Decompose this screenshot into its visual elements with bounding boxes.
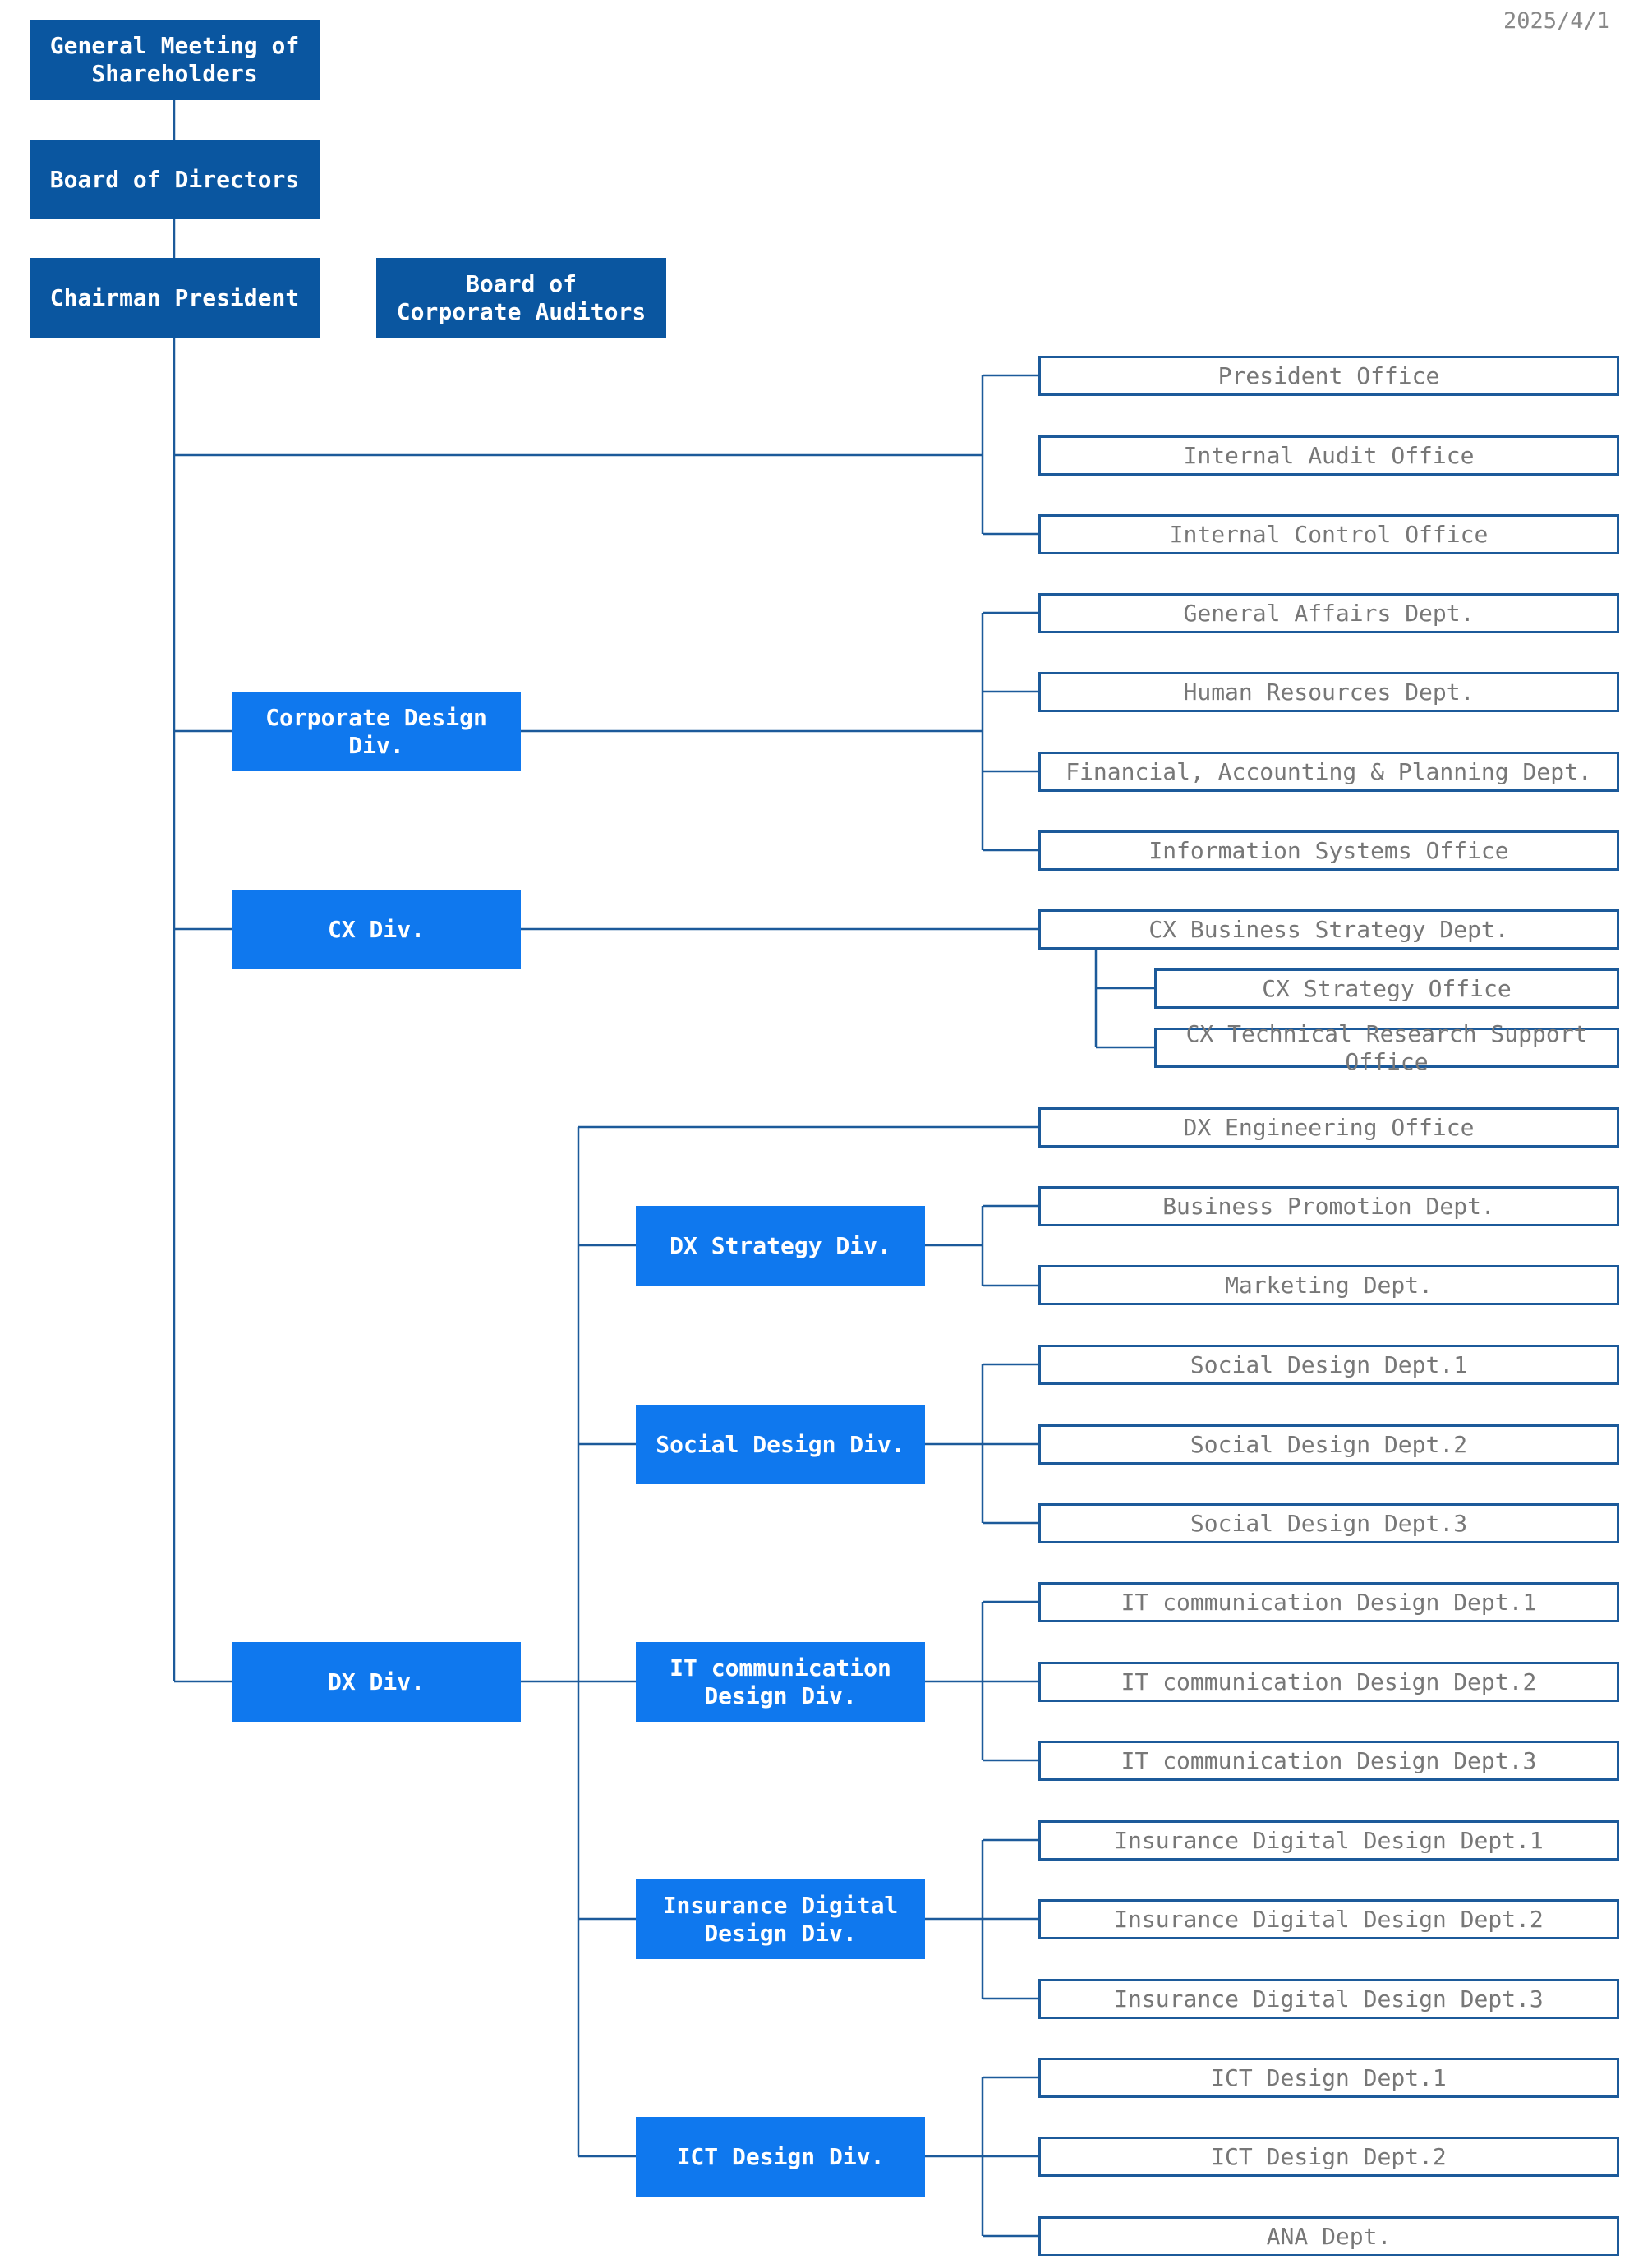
department-box: Insurance Digital Design Dept.1 — [1038, 1820, 1619, 1861]
department-box: IT communication Design Dept.3 — [1038, 1741, 1619, 1781]
chairman-president-box: Chairman President — [30, 258, 320, 338]
department-box: General Affairs Dept. — [1038, 593, 1619, 633]
department-box: ICT Design Dept.1 — [1038, 2058, 1619, 2098]
dx-division-box: DX Div. — [232, 1642, 521, 1722]
department-box: Insurance Digital Design Dept.3 — [1038, 1979, 1619, 2019]
department-box: IT communication Design Dept.1 — [1038, 1582, 1619, 1622]
cx-sub-office-box: CX Strategy Office — [1154, 968, 1619, 1009]
department-box: Marketing Dept. — [1038, 1265, 1619, 1305]
department-box: Business Promotion Dept. — [1038, 1186, 1619, 1226]
social-design-division-box: Social Design Div. — [636, 1405, 925, 1484]
cx-sub-office-box: CX Technical Research Support Office — [1154, 1020, 1619, 1075]
dx-engineering-office-box: DX Engineering Office — [1038, 1107, 1619, 1148]
cx-division-box: CX Div. — [232, 890, 521, 969]
it-communication-division-box: IT communication Design Div. — [636, 1642, 925, 1722]
department-box: Human Resources Dept. — [1038, 672, 1619, 712]
president-office-box: President Office — [1038, 356, 1619, 396]
corporate-design-division-box: Corporate Design Div. — [232, 692, 521, 771]
insurance-digital-division-box: Insurance Digital Design Div. — [636, 1879, 925, 1959]
internal-control-office-box: Internal Control Office — [1038, 514, 1619, 554]
department-box: ANA Dept. — [1038, 2216, 1619, 2256]
department-box: Insurance Digital Design Dept.2 — [1038, 1899, 1619, 1939]
internal-audit-office-box: Internal Audit Office — [1038, 435, 1619, 476]
department-box: Social Design Dept.2 — [1038, 1424, 1619, 1465]
department-box: ICT Design Dept.2 — [1038, 2137, 1619, 2177]
ict-design-division-box: ICT Design Div. — [636, 2117, 925, 2197]
date-label: 2025/4/1 — [1503, 8, 1610, 34]
corporate-auditors-box: Board of Corporate Auditors — [376, 258, 666, 338]
dx-strategy-division-box: DX Strategy Div. — [636, 1206, 925, 1286]
department-box: Social Design Dept.1 — [1038, 1345, 1619, 1385]
shareholders-box: General Meeting of Shareholders — [30, 20, 320, 100]
department-box: Financial, Accounting & Planning Dept. — [1038, 752, 1619, 792]
board-of-directors-box: Board of Directors — [30, 140, 320, 219]
cx-business-strategy-dept-box: CX Business Strategy Dept. — [1038, 909, 1619, 950]
department-box: IT communication Design Dept.2 — [1038, 1662, 1619, 1702]
department-box: Social Design Dept.3 — [1038, 1503, 1619, 1543]
department-box: Information Systems Office — [1038, 830, 1619, 871]
